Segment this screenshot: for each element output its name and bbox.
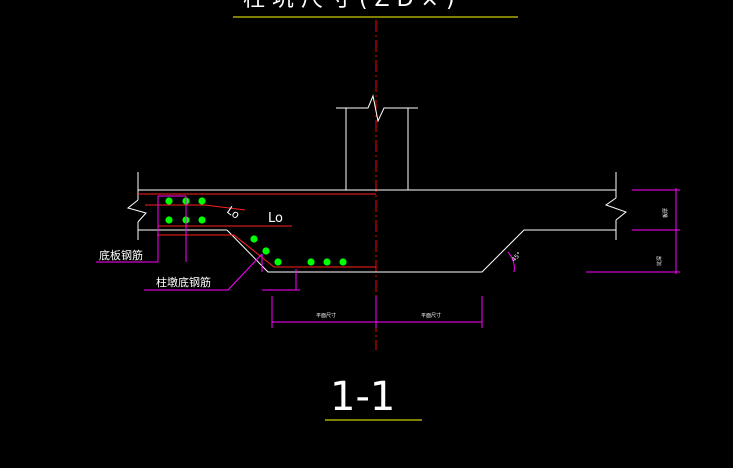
column: [336, 94, 418, 190]
rebar-dot: [339, 258, 347, 266]
section-label: 1-1: [330, 374, 395, 420]
rebar-dot: [262, 247, 270, 255]
rebar-dot: [165, 197, 173, 205]
bottom-rebar-label: 底板钢筋: [99, 248, 143, 262]
angle-arc: [507, 251, 515, 273]
rebar-dot: [323, 258, 331, 266]
rebar-lines: [138, 193, 376, 268]
horizontal-dimension: [271, 296, 483, 328]
lo-label: Lo: [268, 211, 283, 226]
label-leaders: [96, 195, 300, 291]
rebar-dot: [198, 197, 206, 205]
dim-v-upper-text: 板厚: [662, 208, 669, 218]
rebar-dots: [165, 197, 347, 266]
drawing-title: 柱 坑 尺 寸 ( Z D × ): [243, 0, 455, 12]
rebar-dot: [274, 258, 282, 266]
dim-right-text: 平面尺寸: [421, 312, 441, 319]
rebar-dot: [250, 235, 258, 243]
lo-diagonal-label: Lo: [224, 204, 242, 222]
vertical-dimension: [586, 188, 680, 274]
rebar-dot: [307, 258, 315, 266]
dim-v-lower-text: 坑深: [656, 256, 663, 266]
dim-left-text: 平面尺寸: [316, 312, 336, 319]
slab-outline: [126, 172, 628, 273]
pit-rebar-label: 柱墩底钢筋: [156, 275, 211, 289]
rebar-dot: [165, 216, 173, 224]
angle-label: 45°: [510, 251, 522, 263]
rebar-dot: [198, 216, 206, 224]
